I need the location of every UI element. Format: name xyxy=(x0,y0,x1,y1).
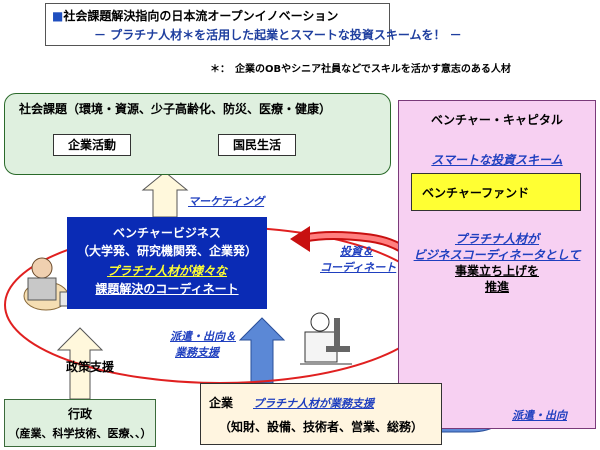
venture-business-box: ベンチャービジネス （大学発、研究機関発、企業発） プラチナ人材が様々な 課題解… xyxy=(67,217,267,309)
corporation-box: 企業 プラチナ人材が業務支援 （知財、設備、技術者、営業、総務） xyxy=(200,383,442,445)
marketing-label: マーケティング xyxy=(188,195,265,208)
vc-body-line2: ビジネスコーディネータとして xyxy=(413,248,581,262)
vc-body-line1: プラチナ人材が xyxy=(454,232,539,246)
corporation-title: 企業 xyxy=(209,396,234,410)
smart-investment-scheme: スマートな投資スキーム xyxy=(431,153,563,167)
vc-body-line4: 推進 xyxy=(484,280,509,294)
government-detail: （産業、科学技術、医療、、） xyxy=(8,427,152,440)
invest-label-line2: コーディネート xyxy=(320,261,397,274)
title-text: 社会課題解決指向の日本流オープンイノベーション xyxy=(63,9,339,23)
corporation-support: プラチナ人材が業務支援 xyxy=(253,397,374,410)
policy-support-label: 政策支援 xyxy=(66,360,115,374)
venture-capital-title: ベンチャー・キャピタル xyxy=(431,113,563,127)
venture-business-coordinate: 課題解決のコーディネート xyxy=(95,282,239,296)
dispatch-label-line2: 業務支援 xyxy=(175,346,219,359)
social-issues-title: 社会課題（環境・資源、少子高齢化、防災、医療・健康） xyxy=(19,102,332,116)
venture-capital-box: ベンチャー・キャピタル スマートな投資スキーム ベンチャーファンド プラチナ人材… xyxy=(398,100,596,429)
vc-body-line3: 事業立ち上げを xyxy=(454,264,539,278)
title-marker: ■ xyxy=(52,9,64,23)
title-line1: ■社会課題解決指向の日本流オープンイノベーション xyxy=(52,7,338,24)
subtitle: － プラチナ人材＊を活用した起業とスマートな投資スキームを！ － xyxy=(94,28,462,42)
venture-fund-box: ベンチャーファンド xyxy=(411,173,581,211)
social-issues-box: 社会課題（環境・資源、少子高齢化、防災、医療・健康） 企業活動 国民生活 xyxy=(4,93,391,175)
venture-business-platinum: プラチナ人材が様々な xyxy=(106,264,227,278)
invest-label-line1: 投資＆ xyxy=(340,245,373,258)
national-life-box: 国民生活 xyxy=(218,134,296,156)
scientist-clipart xyxy=(300,312,352,365)
venture-business-origin: （大学発、研究機関発、企業発） xyxy=(76,244,257,258)
title-box: ■社会課題解決指向の日本流オープンイノベーション － プラチナ人材＊を活用した起… xyxy=(45,3,462,46)
dispatch-arrow xyxy=(238,317,286,384)
dispatch2-label: 派遣・出向 xyxy=(512,409,567,422)
venture-fund-label: ベンチャーファンド xyxy=(422,186,530,200)
corporate-activity-box: 企業活動 xyxy=(53,134,131,156)
corporation-detail: （知財、設備、技術者、営業、総務） xyxy=(219,420,424,434)
marketing-arrow xyxy=(141,171,189,218)
government-title: 行政 xyxy=(67,407,92,421)
footnote: ＊： 企業のOBやシニア社員などでスキルを活かす意志のある人材 xyxy=(210,64,511,75)
venture-business-title: ベンチャービジネス xyxy=(113,226,221,240)
vc-body-text: プラチナ人材が ビジネスコーディネータとして 事業立ち上げを 推進 xyxy=(399,231,595,295)
dispatch-label-line1: 派遣・出向＆ xyxy=(170,330,236,343)
government-box: 行政 （産業、科学技術、医療、、） xyxy=(4,399,156,447)
